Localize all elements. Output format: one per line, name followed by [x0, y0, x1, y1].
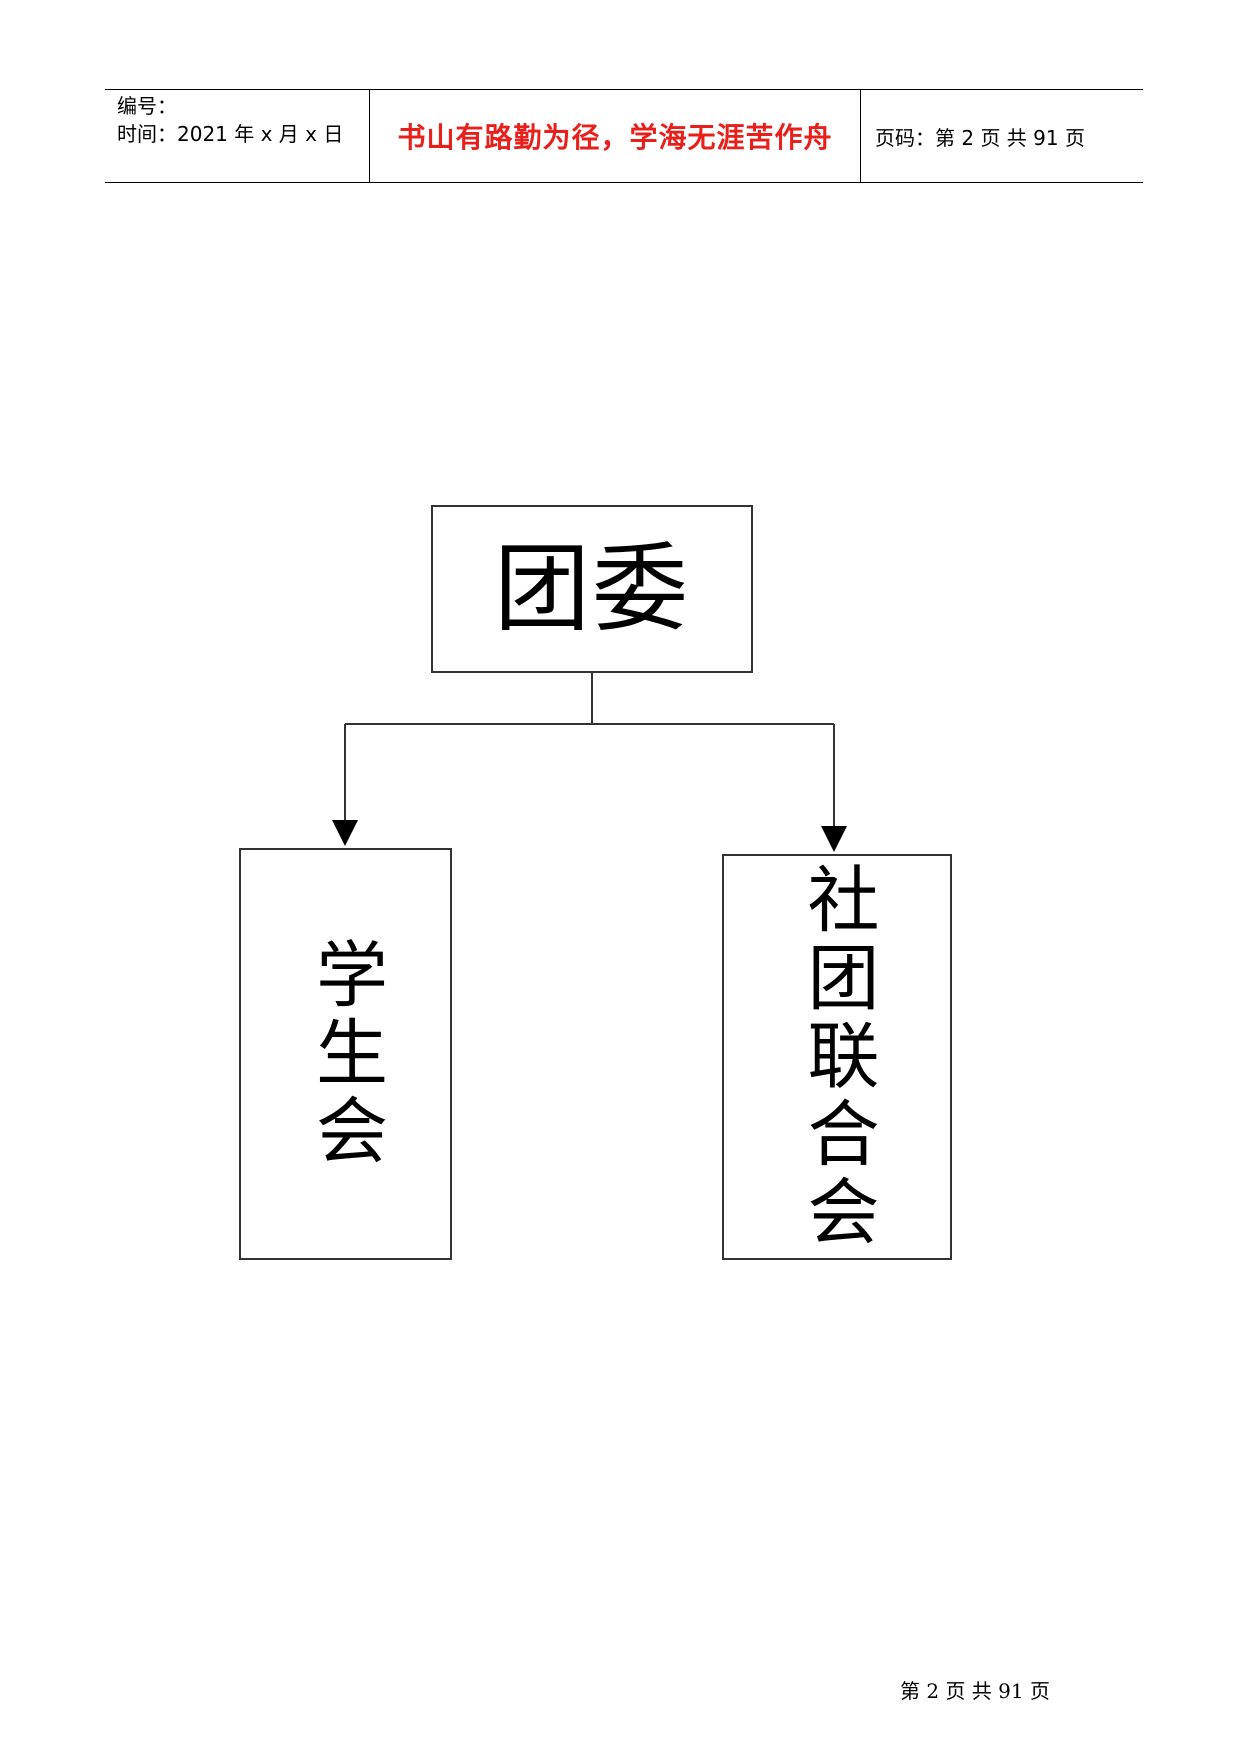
node-root-label: 团委: [494, 533, 690, 645]
page-footer: 第 2 页 共 91 页: [900, 1679, 1050, 1703]
node-student-union-label: 学生会: [303, 937, 388, 1171]
header-page-cell: 页码：第 2 页 共 91 页: [861, 90, 1143, 182]
arrow-left-icon: [332, 820, 358, 846]
node-club-federation-label: 社团联合会: [795, 862, 879, 1252]
arrow-right-icon: [821, 826, 847, 852]
document-time-label: 时间：2021 年 x 月 x 日: [117, 122, 344, 146]
header-page-code: 页码：第 2 页 共 91 页: [875, 125, 1085, 150]
header-motto-cell: 书山有路勤为径，学海无涯苦作舟: [370, 90, 861, 182]
page-header: 编号： 时间：2021 年 x 月 x 日 书山有路勤为径，学海无涯苦作舟 页码…: [105, 89, 1143, 183]
node-root: 团委: [431, 505, 753, 673]
node-student-union: 学生会: [239, 848, 452, 1260]
document-number-label: 编号：: [117, 94, 177, 118]
header-info-cell: 编号： 时间：2021 年 x 月 x 日: [105, 90, 370, 182]
header-motto: 书山有路勤为径，学海无涯苦作舟: [397, 121, 833, 154]
node-club-federation: 社团联合会: [722, 854, 952, 1260]
